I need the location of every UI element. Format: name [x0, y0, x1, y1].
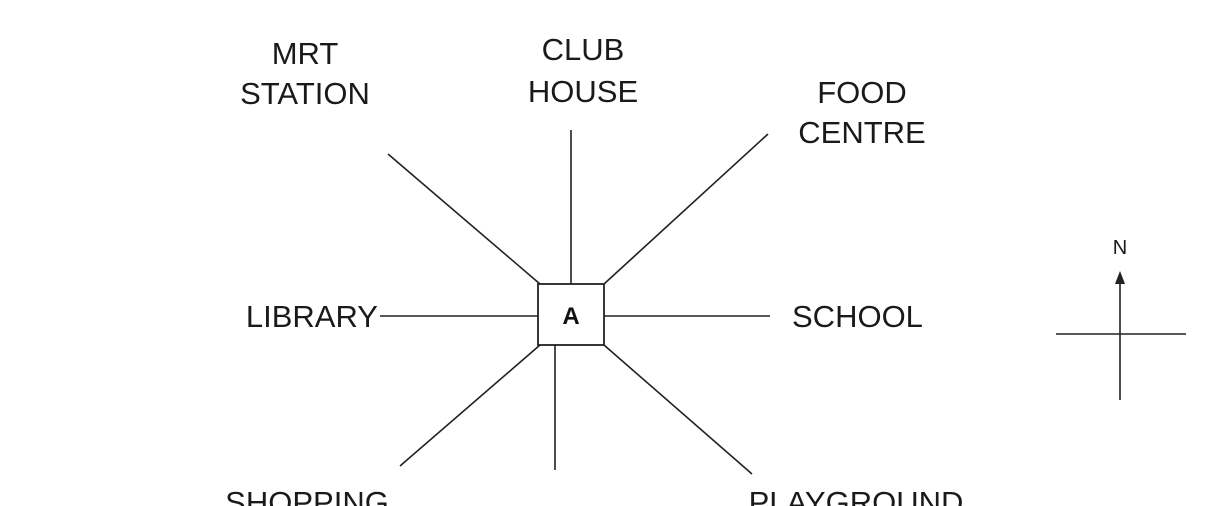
ray-southeast — [603, 344, 753, 475]
compass: N — [1056, 237, 1186, 400]
ray-southwest — [399, 344, 541, 467]
north-label: N — [1113, 237, 1127, 259]
label-food-centre: FOOD CENTRE — [798, 75, 925, 150]
club-house-line2: HOUSE — [528, 74, 638, 109]
center-label: A — [562, 303, 579, 330]
center-location-a: A — [537, 283, 605, 346]
label-library: LIBRARY — [246, 299, 378, 334]
center-box — [537, 283, 605, 346]
label-club-house: CLUB HOUSE — [528, 32, 638, 109]
label-shopping: SHOPPING — [225, 485, 389, 506]
mrt-station-line1: MRT — [272, 36, 339, 71]
food-centre-line2: CENTRE — [798, 115, 925, 150]
north-arrow-icon — [1115, 271, 1125, 284]
label-playground: PLAYGROUND — [749, 485, 964, 506]
label-school: SCHOOL — [792, 299, 923, 334]
ray-northeast — [603, 133, 769, 285]
ray-northwest — [387, 153, 541, 285]
label-mrt-station: MRT STATION — [240, 36, 370, 111]
club-house-line1: CLUB — [542, 32, 625, 67]
food-centre-line1: FOOD — [817, 75, 907, 110]
mrt-station-line2: STATION — [240, 76, 370, 111]
